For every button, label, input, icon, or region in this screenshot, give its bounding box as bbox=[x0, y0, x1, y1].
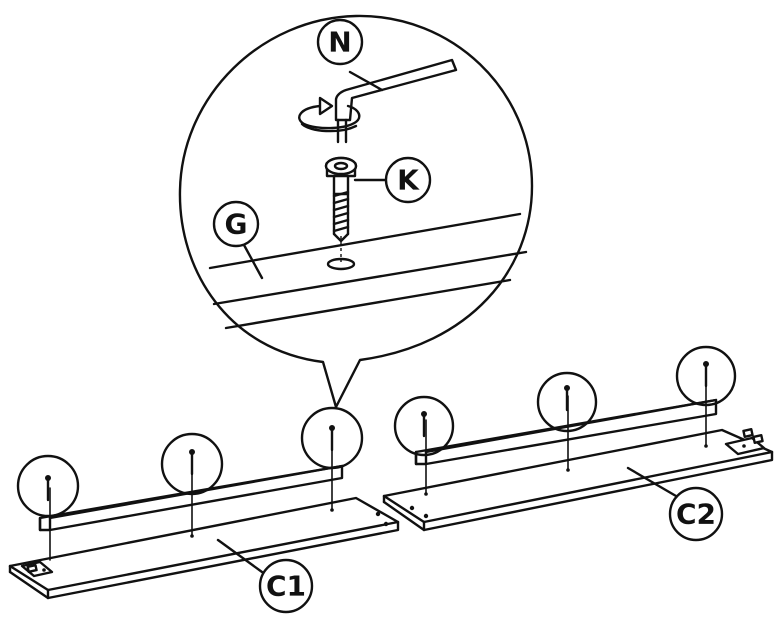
label-c2: C2 bbox=[668, 486, 724, 542]
panel-c2-assembly bbox=[382, 345, 774, 532]
panel-c1-board bbox=[8, 496, 400, 600]
panel-c2-board bbox=[382, 428, 774, 532]
svg-text:C2: C2 bbox=[676, 498, 716, 531]
svg-text:K: K bbox=[397, 164, 420, 197]
bubble-c1-right bbox=[300, 406, 364, 470]
label-c1: C1 bbox=[258, 558, 314, 614]
bubble-c2-mid bbox=[536, 371, 598, 433]
bubble-c2-right bbox=[675, 345, 737, 407]
svg-text:G: G bbox=[225, 208, 248, 241]
detail-magnifier bbox=[178, 14, 534, 409]
screw-icon bbox=[324, 156, 358, 243]
hinge-bracket-icon bbox=[20, 560, 54, 578]
panel-c1-assembly bbox=[8, 406, 400, 600]
label-g: G bbox=[212, 200, 260, 248]
bubble-c1-mid bbox=[160, 432, 224, 496]
label-n: N bbox=[316, 18, 364, 66]
screw-hole bbox=[326, 257, 356, 271]
svg-text:N: N bbox=[328, 26, 351, 59]
svg-text:C1: C1 bbox=[266, 570, 306, 603]
detail-rail bbox=[208, 212, 528, 330]
bubble-c2-left bbox=[393, 395, 455, 457]
hinge-bracket-c2-icon bbox=[724, 428, 766, 456]
bubble-c1-left bbox=[16, 454, 80, 518]
rail-c1 bbox=[38, 464, 344, 532]
label-k: K bbox=[384, 156, 432, 204]
rotate-arrow-icon bbox=[298, 96, 361, 133]
